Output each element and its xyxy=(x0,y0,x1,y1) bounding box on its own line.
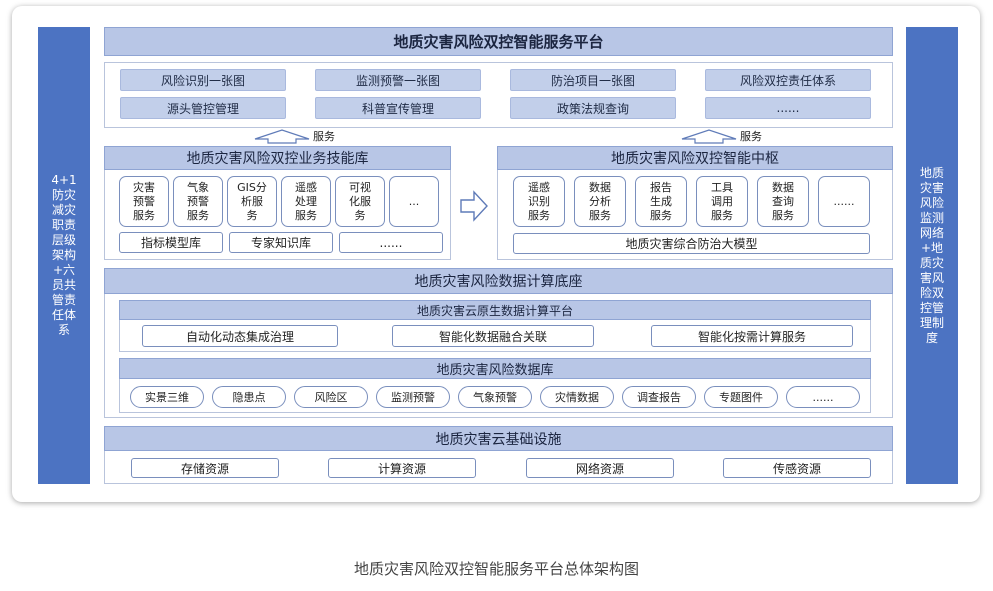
up-arrow-icon xyxy=(254,129,310,144)
figure-caption: 地质灾害风险双控智能服务平台总体架构图 xyxy=(353,560,639,578)
hub-service: 数据分析服务 xyxy=(574,176,626,227)
db-item: 隐患点 xyxy=(212,386,286,408)
hub-title: 地质灾害风险双控智能中枢 xyxy=(497,146,893,170)
top-item: 防治项目一张图 xyxy=(510,69,676,91)
db-item: 专题图件 xyxy=(704,386,778,408)
right-side-text: 地质灾害风险监测网络+地质灾害风险双控管理制度 xyxy=(919,165,944,345)
hub-model: 地质灾害综合防治大模型 xyxy=(513,233,870,254)
biz-service: 遥感处理服务 xyxy=(281,176,331,227)
up-arrow-icon xyxy=(681,129,737,144)
biz-service: 可视化服务 xyxy=(335,176,385,227)
compute-base-title: 地质灾害风险数据计算底座 xyxy=(104,268,893,294)
biz-bottom-item: 指标模型库 xyxy=(119,232,223,253)
db-item: 气象预警 xyxy=(458,386,532,408)
top-item: 风险双控责任体系 xyxy=(705,69,871,91)
cloud-item: 智能化数据融合关联 xyxy=(392,325,594,347)
right-side-bar: 地质灾害风险监测网络+地质灾害风险双控管理制度 xyxy=(906,27,958,484)
top-item: 政策法规查询 xyxy=(510,97,676,119)
biz-service: ... xyxy=(389,176,439,227)
infra-item: 传感资源 xyxy=(723,458,871,478)
infra-item: 网络资源 xyxy=(526,458,674,478)
biz-service: 气象预警服务 xyxy=(173,176,223,227)
left-side-bar: 4+1防灾减灾职责层级架构+六员共管责任体系 xyxy=(38,27,90,484)
db-item: 实景三维 xyxy=(130,386,204,408)
service-label: 服务 xyxy=(313,130,335,143)
right-arrow-icon xyxy=(460,190,488,222)
db-item: ...... xyxy=(786,386,860,408)
left-side-text: 4+1防灾减灾职责层级架构+六员共管责任体系 xyxy=(51,173,77,337)
db-item: 风险区 xyxy=(294,386,368,408)
infra-item: 计算资源 xyxy=(328,458,476,478)
cloud-item: 智能化按需计算服务 xyxy=(651,325,853,347)
top-item: 科普宣传管理 xyxy=(315,97,481,119)
platform-title: 地质灾害风险双控智能服务平台 xyxy=(104,27,893,56)
db-item: 调查报告 xyxy=(622,386,696,408)
hub-service: 遥感识别服务 xyxy=(513,176,565,227)
hub-service: 数据查询服务 xyxy=(757,176,809,227)
cloud-item: 自动化动态集成治理 xyxy=(142,325,338,347)
hub-service: 报告生成服务 xyxy=(635,176,687,227)
database-title: 地质灾害风险数据库 xyxy=(119,358,871,379)
hub-service: 工具调用服务 xyxy=(696,176,748,227)
hub-service: ...... xyxy=(818,176,870,227)
top-item: 监测预警一张图 xyxy=(315,69,481,91)
db-item: 灾情数据 xyxy=(540,386,614,408)
biz-bottom-item: ...... xyxy=(339,232,443,253)
cloud-platform-title: 地质灾害云原生数据计算平台 xyxy=(119,300,871,320)
top-item: ...... xyxy=(705,97,871,119)
infra-title: 地质灾害云基础设施 xyxy=(104,426,893,451)
biz-lib-title: 地质灾害风险双控业务技能库 xyxy=(104,146,451,170)
top-item: 风险识别一张图 xyxy=(120,69,286,91)
biz-service: GIS分析服务 xyxy=(227,176,277,227)
biz-service: 灾害预警服务 xyxy=(119,176,169,227)
biz-bottom-item: 专家知识库 xyxy=(229,232,333,253)
infra-item: 存储资源 xyxy=(131,458,279,478)
service-label: 服务 xyxy=(740,130,762,143)
top-item: 源头管控管理 xyxy=(120,97,286,119)
db-item: 监测预警 xyxy=(376,386,450,408)
